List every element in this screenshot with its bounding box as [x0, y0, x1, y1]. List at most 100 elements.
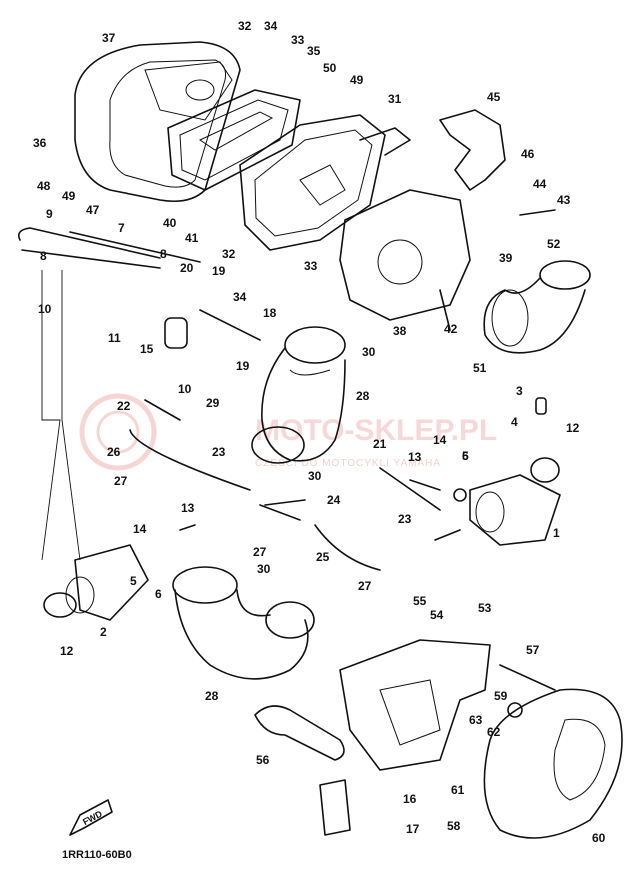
callout-42: 42: [444, 322, 458, 336]
side-cover: [339, 189, 471, 321]
callout-30-3: 30: [257, 562, 271, 576]
callout-1: 1: [553, 526, 560, 540]
callout-63: 63: [469, 713, 483, 727]
callout-32: 32: [238, 19, 252, 33]
callout-41: 41: [185, 231, 199, 245]
callout-8-2: 8: [40, 249, 47, 263]
callout-40: 40: [163, 216, 177, 230]
callout-11: 11: [108, 331, 121, 345]
drawing-code: 1RR110-60B0: [62, 849, 132, 861]
carb-joint-left: [43, 544, 149, 621]
watermark: MOTO-SKLEP.PL CZĘŚCI DO MOTOCYKLI YAMAHA: [79, 393, 497, 471]
fwd-arrow-icon: FWD: [69, 799, 113, 836]
callout-12-2: 12: [566, 421, 580, 435]
callout-34: 34: [264, 19, 278, 33]
clamp: [319, 779, 351, 836]
callout-labels: 1234556678891010111212131314141516171819…: [33, 19, 606, 845]
callout-38: 38: [393, 324, 407, 338]
callout-29: 29: [206, 396, 220, 410]
watermark-tagline: CZĘŚCI DO MOTOCYKLI YAMAHA: [255, 456, 441, 469]
callout-52: 52: [547, 237, 561, 251]
callout-46: 46: [521, 147, 535, 161]
callout-28: 28: [356, 389, 370, 403]
callout-20: 20: [180, 261, 194, 275]
callout-49: 49: [62, 189, 76, 203]
callout-16: 16: [403, 792, 417, 806]
callout-3: 3: [516, 384, 523, 398]
air-cleaner-cover: [74, 41, 241, 203]
callout-6-2: 6: [462, 449, 469, 463]
callout-5-2: 5: [462, 449, 469, 463]
callout-21: 21: [373, 437, 387, 451]
callout-62: 62: [487, 725, 501, 739]
bracket: [439, 109, 506, 191]
callout-4: 4: [511, 415, 518, 429]
watermark-logo: [79, 393, 157, 471]
callout-48: 48: [37, 179, 51, 193]
callout-18: 18: [263, 306, 277, 320]
callout-15: 15: [140, 342, 154, 356]
carb-joint-right: [469, 457, 561, 546]
callout-9: 9: [46, 207, 53, 221]
callout-6: 6: [155, 587, 162, 601]
callout-17: 17: [406, 822, 420, 836]
callout-23-2: 23: [398, 512, 412, 526]
callout-60: 60: [592, 831, 606, 845]
intake-joint-rear: [483, 260, 591, 354]
callout-57: 57: [526, 643, 540, 657]
callout-50: 50: [323, 61, 337, 75]
callout-14-2: 14: [433, 433, 447, 447]
callout-27-3: 27: [358, 579, 372, 593]
callout-5: 5: [130, 574, 137, 588]
callout-23: 23: [212, 445, 226, 459]
callout-34-2: 34: [233, 290, 247, 304]
side-cover-rear: [483, 688, 623, 839]
callout-10-2: 10: [178, 382, 192, 396]
intake-duct-lower: [172, 566, 315, 680]
callout-54: 54: [430, 608, 444, 622]
callout-8: 8: [160, 247, 167, 261]
mounting-plate: [339, 639, 491, 771]
callout-30-2: 30: [308, 469, 322, 483]
fwd-label: FWD: [81, 808, 104, 827]
callout-33: 33: [291, 33, 305, 47]
callout-2: 2: [100, 625, 107, 639]
callout-13: 13: [181, 501, 195, 515]
watermark-name: MOTO-SKLEP.PL: [255, 414, 497, 447]
dashed-leaders: [41, 270, 81, 561]
callout-28-2: 28: [205, 689, 219, 703]
hardware: [144, 209, 556, 718]
callout-53: 53: [478, 601, 492, 615]
callout-10: 10: [38, 302, 52, 316]
callout-45: 45: [487, 90, 501, 104]
air-box: [239, 114, 411, 251]
air-filter-element: [167, 89, 301, 191]
callout-27: 27: [114, 474, 128, 488]
callout-37: 37: [102, 31, 116, 45]
intake-duct-upper: [251, 326, 346, 464]
callout-58: 58: [447, 819, 461, 833]
callout-27-2: 27: [253, 545, 267, 559]
callout-49-2: 49: [350, 73, 364, 87]
callout-7: 7: [118, 221, 125, 235]
callout-56: 56: [256, 753, 270, 767]
stay-bracket: [254, 705, 345, 761]
callout-35: 35: [307, 44, 321, 58]
callout-59: 59: [494, 689, 508, 703]
callout-12: 12: [60, 644, 74, 658]
callout-24: 24: [327, 493, 341, 507]
callout-55: 55: [413, 594, 427, 608]
callout-47: 47: [86, 203, 100, 217]
callout-19: 19: [212, 264, 226, 278]
hoses: [17, 227, 441, 571]
callout-33-2: 33: [304, 259, 318, 273]
callout-26: 26: [107, 445, 121, 459]
callout-39: 39: [499, 251, 513, 265]
callout-25: 25: [316, 550, 330, 564]
callout-36: 36: [33, 136, 47, 150]
callout-51: 51: [473, 361, 487, 375]
callout-32-2: 32: [222, 247, 236, 261]
callout-31: 31: [388, 92, 402, 106]
callout-13-2: 13: [408, 450, 422, 464]
callout-30: 30: [362, 345, 376, 359]
